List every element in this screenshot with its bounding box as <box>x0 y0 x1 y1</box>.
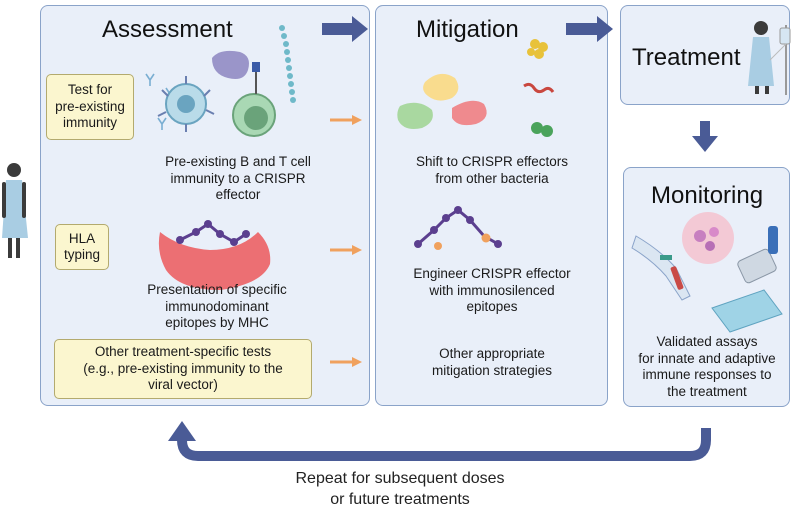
repeat-loop-arrow <box>177 428 711 461</box>
effector-protein-pink-icon <box>452 100 487 126</box>
crispr-effector-protein-icon <box>212 50 249 79</box>
small-arrow-1 <box>330 115 362 125</box>
immune-cells-glow-icon <box>682 212 734 264</box>
small-arrow-2 <box>330 245 362 255</box>
repeat-caption: Repeat for subsequent doses or future tr… <box>295 470 505 508</box>
epitope-peptide-icon <box>176 220 250 246</box>
small-arrow-3 <box>330 357 362 367</box>
bacteria-yellow-icon <box>527 39 548 59</box>
hla-description: Presentation of specific immunodominant … <box>147 282 287 330</box>
mhc-molecule-icon <box>158 232 271 290</box>
effector-protein-yellow-icon <box>423 73 459 101</box>
pipette-and-plate-icon <box>711 226 783 333</box>
patient-iv-icon <box>748 21 791 95</box>
assays-description: Validated assays for innate and adaptive… <box>638 334 776 399</box>
arrow-assessment-to-mitigation <box>322 16 368 42</box>
arrow-treatment-to-monitoring <box>692 121 718 152</box>
arm-blood-draw-icon <box>631 235 691 301</box>
arrow-mitigation-to-treatment <box>566 16 613 42</box>
bacteria-green-icon <box>531 122 553 137</box>
shift-description: Shift to CRISPR effectors from other bac… <box>415 154 569 186</box>
mitigation-panel <box>375 5 608 406</box>
engineered-peptide-icon <box>414 206 502 250</box>
patient-icon-left <box>2 163 28 258</box>
treatment-title: Treatment <box>632 44 741 71</box>
b-cell-icon <box>157 76 215 132</box>
mitigation-title: Mitigation <box>416 16 519 43</box>
monitoring-title: Monitoring <box>651 182 764 209</box>
other-tests-label: Other treatment-specific tests (e.g., pr… <box>54 339 312 399</box>
engineer-description: Engineer CRISPR effector with immunosile… <box>413 266 571 314</box>
hla-typing-label: HLA typing <box>55 224 109 270</box>
effector-protein-green-icon <box>397 102 433 129</box>
other-mitigation-description: Other appropriate mitigation strategies <box>431 346 553 378</box>
bead-chain-icon <box>279 25 296 103</box>
assessment-title: Assessment <box>102 16 233 43</box>
monitoring-panel <box>623 167 790 407</box>
bacteria-red-icon <box>523 82 555 94</box>
test-immunity-label: Test for pre-existing immunity <box>46 74 134 140</box>
immunity-description: Pre-existing B and T cell immunity to a … <box>165 154 311 202</box>
repeat-loop-arrowhead <box>168 421 196 441</box>
t-cell-icon <box>232 62 276 137</box>
